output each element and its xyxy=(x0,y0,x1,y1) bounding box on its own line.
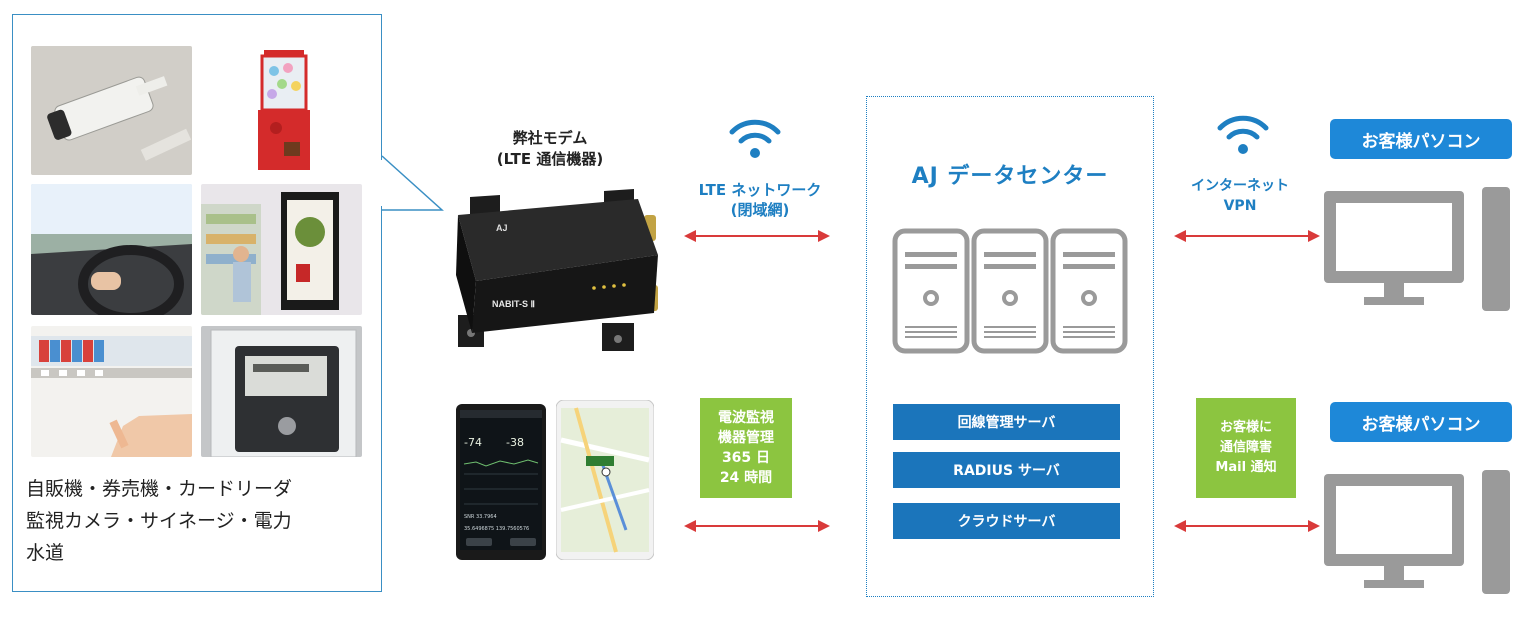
data-center-box xyxy=(866,96,1154,597)
electric-meter-photo xyxy=(201,326,362,457)
modem-brand-logo: AJ xyxy=(496,223,508,233)
monitoring-line-1: 電波監視 xyxy=(718,410,774,426)
car-driving-photo xyxy=(31,184,192,315)
monitoring-line-3: 365 日 xyxy=(721,450,771,466)
phone-signal-app: -74 -38 SNR 33.7964 35.6496875 139.75605… xyxy=(456,404,546,560)
modem-title: 弊社モデム (LTE 通信機器) xyxy=(470,128,630,170)
arrow-datacenter-pc-top xyxy=(1174,230,1320,242)
wifi-icon-lte xyxy=(729,119,781,158)
line-management-server: 回線管理サーバ xyxy=(893,404,1120,440)
monitoring-line-2: 機器管理 xyxy=(718,430,774,446)
phone-readout-1: -74 xyxy=(464,436,482,449)
data-center-title: AJ データセンター xyxy=(911,164,1109,189)
radius-server: RADIUS サーバ xyxy=(893,452,1120,488)
callout-connector xyxy=(380,155,444,211)
computer-icon-top xyxy=(1324,187,1510,311)
lte-network-line2: (閉域網) xyxy=(730,201,790,219)
customer-pc-label-bottom: お客様パソコン xyxy=(1330,402,1512,442)
caption-line-1: 自販機・券売機・カードリーダ xyxy=(26,478,293,500)
computer-icon-bottom xyxy=(1324,470,1510,594)
mail-notice-line-3: Mail 通知 xyxy=(1215,460,1277,475)
mail-notice-box: お客様に 通信障害 Mail 通知 xyxy=(1196,398,1296,498)
phone-map-app xyxy=(556,400,654,560)
digital-signage-photo xyxy=(201,184,362,315)
phone-row-2: 35.6496875 139.7560576 xyxy=(464,526,529,532)
caption-line-2: 監視カメラ・サイネージ・電力 xyxy=(26,510,292,532)
cloud-server: クラウドサーバ xyxy=(893,503,1120,539)
modem-title-line1: 弊社モデム xyxy=(512,129,588,147)
vending-machine-photo xyxy=(31,326,192,457)
security-camera-photo xyxy=(31,46,192,175)
lte-network-line1: LTE ネットワーク xyxy=(698,181,822,199)
internet-vpn-label: インターネット VPN xyxy=(1170,176,1310,216)
server-rack-icon xyxy=(892,228,1128,354)
arrow-modem-datacenter xyxy=(684,230,830,242)
wifi-icon-internet xyxy=(1217,115,1269,154)
monitoring-line-4: 24 時間 xyxy=(719,470,773,486)
modem-device-image: NABIT-S Ⅱ AJ xyxy=(456,189,658,351)
internet-line1: インターネット xyxy=(1191,178,1289,194)
phone-readout-2: -38 xyxy=(506,436,524,449)
customer-pc-label-top: お客様パソコン xyxy=(1330,119,1512,159)
arrow-datacenter-pc-bottom xyxy=(1174,520,1320,532)
internet-line2: VPN xyxy=(1223,198,1257,214)
device-caption: 自販機・券売機・カードリーダ 監視カメラ・サイネージ・電力 水道 xyxy=(26,473,292,569)
mail-notice-line-1: お客様に xyxy=(1219,420,1272,435)
phone-row-1: SNR 33.7964 xyxy=(464,514,497,520)
modem-model-text: NABIT-S Ⅱ xyxy=(492,299,535,309)
monitoring-box: 電波監視 機器管理 365 日 24 時間 xyxy=(700,398,792,498)
lte-network-label: LTE ネットワーク (閉域網) xyxy=(680,180,840,220)
caption-line-3: 水道 xyxy=(26,542,65,564)
gacha-machine-photo xyxy=(246,46,322,174)
arrow-phones-datacenter xyxy=(684,520,830,532)
mail-notice-line-2: 通信障害 xyxy=(1219,440,1272,455)
modem-title-line2: (LTE 通信機器) xyxy=(496,150,604,168)
